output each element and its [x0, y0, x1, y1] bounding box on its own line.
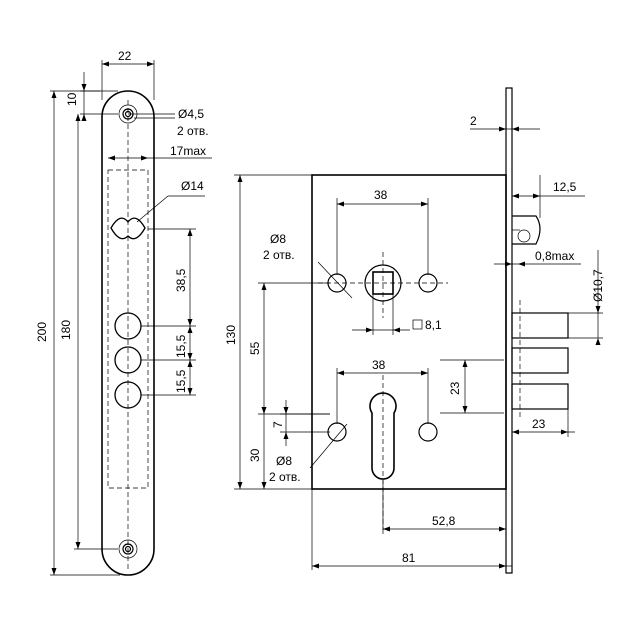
bottom-hole-right-icon — [418, 422, 438, 442]
bottom-hole-left-icon — [327, 422, 347, 442]
bottom-hole-dia-label: Ø8 — [276, 454, 292, 468]
lock-case — [311, 174, 507, 490]
backset-label: 52,8 — [432, 514, 456, 528]
screw-hole-label: Ø4,5 — [178, 107, 204, 121]
gap-label: 0,8max — [535, 249, 574, 263]
top-holes-spacing-label: 38 — [374, 188, 388, 202]
deadbolt-1 — [511, 312, 569, 339]
dist-30-label: 30 — [248, 448, 262, 462]
dist-7-label: 7 — [271, 421, 285, 428]
faceplate-width-label: 22 — [118, 49, 132, 63]
body-height-label: 130 — [224, 325, 238, 345]
plate-thickness-label: 2 — [470, 114, 477, 128]
total-height-label: 200 — [35, 322, 49, 342]
lock-body-view: 2 12,5 38 Ø8 2 отв. 0,8max Ø10,7 — [224, 87, 605, 574]
top-hole-dia-label: Ø8 — [270, 232, 286, 246]
front-plate — [505, 87, 513, 574]
deadbolt-2 — [511, 347, 569, 374]
dist-55-label: 55 — [248, 341, 262, 355]
dist-1-label: 15,5 — [174, 334, 188, 358]
bottom-holes-spacing-label: 38 — [372, 358, 386, 372]
faceplate-view: 22 10 200 180 Ø4,5 2 отв. 17max — [35, 49, 212, 576]
square-size-label: 8,1 — [425, 318, 442, 332]
spindle-dia-label: Ø14 — [181, 179, 204, 193]
latch-projection-label: 12,5 — [553, 180, 577, 194]
deadbolt-3 — [511, 383, 569, 410]
square-symbol-icon — [412, 319, 423, 330]
window-max-label: 17max — [170, 144, 206, 158]
dist-2-label: 15,5 — [174, 369, 188, 393]
top-offset-label: 10 — [65, 92, 79, 106]
bolt-spacing-label: 23 — [448, 381, 462, 395]
depth-label: 81 — [402, 551, 416, 565]
dist-spindle-label: 38,5 — [174, 268, 188, 292]
screw-hole-count-label: 2 отв. — [177, 124, 209, 138]
bottom-hole-count-label: 2 отв. — [269, 470, 301, 484]
latch-bolt-icon — [512, 215, 541, 245]
faceplate-outline — [101, 90, 155, 576]
top-hole-count-label: 2 отв. — [263, 248, 295, 262]
cylinder-hole-icon — [369, 392, 397, 480]
bolt-projection-label: 23 — [532, 417, 546, 431]
inner-height-label: 180 — [59, 320, 73, 340]
bolt-dia-label: Ø10,7 — [591, 269, 605, 302]
